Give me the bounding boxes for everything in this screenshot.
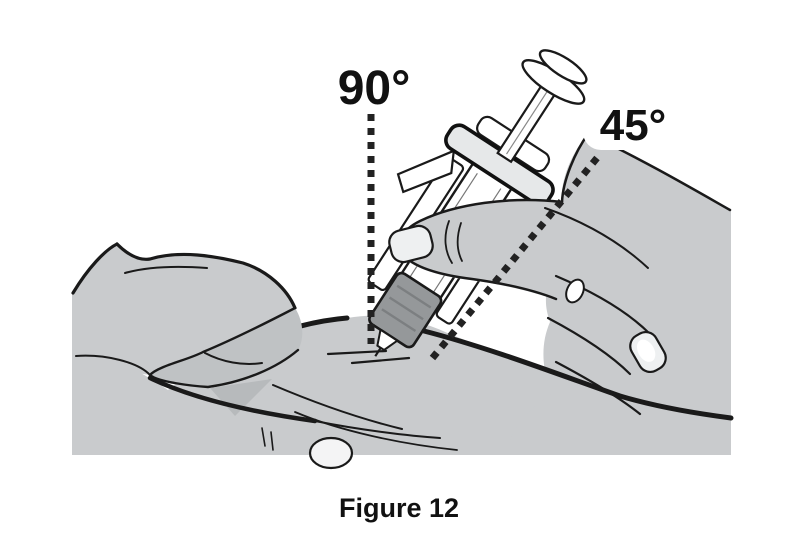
- angle-45-label: 45°: [600, 101, 667, 150]
- skin-fold-under-line: [147, 375, 318, 424]
- pinching-hand-base-line: [75, 354, 151, 376]
- body-crease-1: [272, 384, 403, 430]
- finger-line-1: [554, 274, 652, 336]
- pinching-hand-crease: [124, 265, 208, 274]
- skin-fold-front-line: [148, 348, 300, 389]
- skin-fold-shadow: [210, 379, 272, 416]
- body-mark-2: [270, 431, 274, 451]
- skin-highlight-blob: [308, 436, 354, 470]
- injection-site-mark-2: [350, 356, 411, 365]
- angle-90-label: 90°: [338, 62, 411, 115]
- plunger-thumb-rest-upper: [538, 49, 588, 85]
- angle-45-dotted-line: [427, 155, 600, 364]
- finger-highlight: [565, 278, 585, 304]
- thumb-bottom-edge: [399, 250, 558, 301]
- skin-surface-line-right: [421, 328, 734, 421]
- hub-texture-3: [381, 308, 417, 333]
- pinching-hand-ridge-left: [71, 242, 119, 295]
- skin-fold-top-line: [148, 306, 297, 377]
- hub-texture-1: [396, 284, 432, 309]
- body-mark-1: [261, 427, 266, 447]
- finger-line-2: [546, 316, 632, 376]
- thumbnail: [388, 224, 434, 264]
- thumb-knuckle-crease-2: [456, 222, 463, 262]
- injection-site-mark-1: [326, 349, 388, 356]
- plunger-rod-line: [506, 90, 549, 155]
- thumb-web-crease: [544, 207, 649, 269]
- thumb-fill: [397, 200, 566, 300]
- skin-fold-fill: [150, 308, 303, 387]
- safety-wing-left: [396, 149, 456, 194]
- fingernail-shine: [636, 339, 656, 362]
- skin-fold-inner-line: [204, 352, 263, 365]
- pinching-hand: [71, 242, 441, 455]
- hub-texture-2: [388, 296, 424, 321]
- pinching-hand-fill: [72, 244, 295, 455]
- needle-cone: [376, 328, 400, 352]
- fingernail: [629, 330, 667, 374]
- pinching-hand-ridge-right: [115, 242, 297, 310]
- hand-left-edge: [560, 132, 590, 204]
- figure-caption: Figure 12: [339, 493, 459, 523]
- skin-fold-under-line-thin: [314, 420, 441, 439]
- needle: [374, 347, 382, 357]
- thumb-knuckle-crease-1: [444, 220, 453, 264]
- angle-45-label-halo: [583, 94, 687, 150]
